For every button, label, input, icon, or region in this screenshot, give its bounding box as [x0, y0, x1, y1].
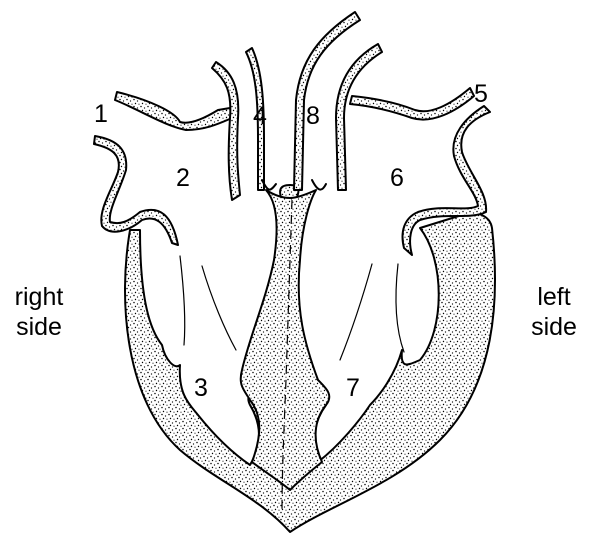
part-number-8: 8	[306, 102, 320, 130]
part-number-6: 6	[390, 164, 404, 192]
left-side-label-line-2: side	[521, 312, 587, 342]
left-atrium-wall	[350, 88, 474, 120]
vessel-4-wall	[212, 62, 240, 200]
mitral-valve-right	[396, 264, 404, 352]
tricuspid-valve-left	[180, 256, 185, 345]
right-atrium-wall	[115, 92, 232, 130]
mitral-valve-left	[340, 264, 372, 360]
left-side-label: left side	[521, 282, 587, 342]
vessel-8-outer	[336, 44, 382, 190]
right-atrium-side	[94, 136, 178, 245]
septum	[241, 190, 330, 490]
part-number-1: 1	[94, 100, 108, 128]
part-number-4: 4	[253, 102, 267, 130]
part-number-2: 2	[176, 164, 190, 192]
tricuspid-valve-right	[202, 266, 236, 350]
aortic-cusp	[312, 180, 326, 190]
right-side-label: right side	[4, 282, 74, 342]
part-number-3: 3	[194, 374, 208, 402]
right-side-label-line-2: side	[4, 312, 74, 342]
left-side-label-line-1: left	[521, 282, 587, 312]
right-side-label-line-1: right	[4, 282, 74, 312]
part-number-5: 5	[474, 80, 488, 108]
part-number-7: 7	[346, 374, 360, 402]
